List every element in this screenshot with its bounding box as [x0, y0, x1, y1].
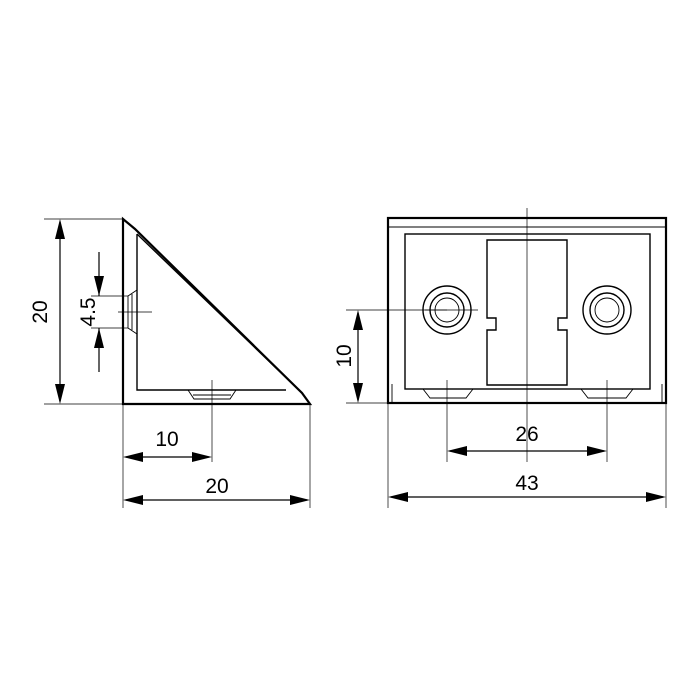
front-view-inner-frame — [404, 233, 651, 390]
side-hole-label: 4.5 — [77, 297, 100, 326]
right-hole-inner — [594, 297, 620, 323]
side-view-outline — [121, 216, 313, 406]
front-spacing-dimension: 26 — [447, 423, 607, 456]
side-view-inner-profile — [136, 234, 286, 391]
front-width-dimension: 43 — [387, 403, 667, 508]
side-height-dimension: 20 — [29, 218, 123, 405]
front-spacing-label: 26 — [515, 423, 538, 446]
side-width-label: 20 — [205, 475, 228, 498]
front-height-dimension: 10 — [333, 309, 447, 404]
side-hole-dimension: 4.5 — [77, 252, 128, 372]
front-width-label: 43 — [515, 472, 538, 495]
side-offset-dimension: 10 — [122, 404, 212, 508]
side-view — [118, 216, 313, 462]
front-height-label: 10 — [333, 344, 356, 367]
side-view-hypotenuse — [136, 233, 303, 394]
side-height-label: 20 — [29, 300, 52, 323]
side-width-dimension: 20 — [123, 404, 311, 508]
right-hole-outer — [582, 285, 632, 335]
side-offset-label: 10 — [155, 428, 178, 451]
right-hole-mid — [589, 292, 625, 328]
left-bottom-countersink — [422, 388, 474, 399]
center-slot — [486, 239, 568, 386]
